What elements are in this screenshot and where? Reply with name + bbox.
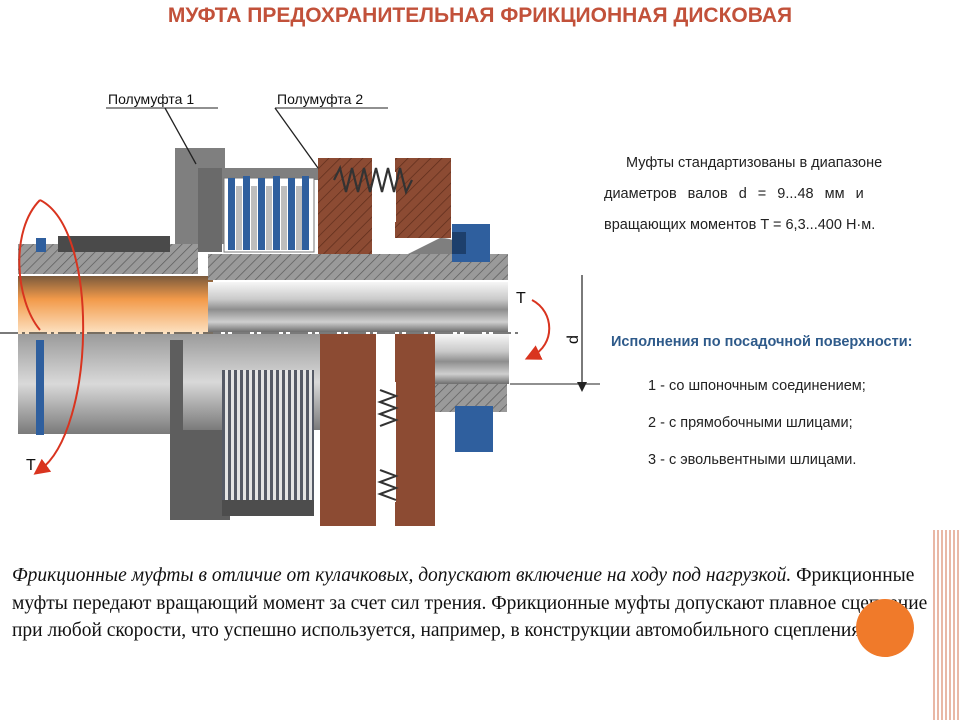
lower-disc-base — [222, 500, 314, 516]
leader-half2 — [274, 107, 319, 169]
variant-item-1: 1 - со шпоночным соединением; — [648, 378, 866, 394]
lock-nut-upper-shade — [452, 232, 466, 254]
main-shaft — [208, 282, 508, 332]
lower-friction-discs — [222, 370, 314, 502]
rotation-arrow-left — [33, 199, 85, 475]
torque-label-top: T — [516, 290, 526, 307]
housing-inner — [198, 168, 222, 252]
variant-item-3: 3 - с эвольвентными шлицами. — [648, 452, 856, 468]
left-shaft-lower — [18, 334, 183, 434]
variant-item-2: 2 - с прямобочными шлицами; — [648, 415, 853, 431]
lock-nut-lower — [455, 406, 493, 452]
spring-lower — [377, 389, 399, 501]
diameter-label: d — [565, 335, 582, 344]
caption: Фрикционные муфты в отличие от кулачковы… — [12, 562, 937, 645]
caption-italic: Фрикционные муфты в отличие от кулачковы… — [12, 565, 792, 586]
label-half2: Полумуфта 2 — [277, 91, 363, 107]
left-key — [58, 236, 170, 252]
left-pin — [36, 340, 44, 435]
orange-circle-decoration — [856, 599, 914, 657]
housing-top — [198, 168, 318, 180]
variants-heading: Исполнения по посадочной поверхности: — [611, 334, 912, 350]
decorative-stripes — [933, 530, 960, 720]
left-key-blue — [36, 238, 46, 252]
standard-line-2: диаметров валов d = 9...48 мм и — [604, 186, 864, 202]
pressure-plate-lower-1 — [320, 334, 376, 526]
rotation-arc-left — [18, 199, 41, 331]
pressure-plate-lower-2 — [395, 334, 435, 526]
pressure-plate-upper-2 — [395, 158, 451, 238]
shaft-end-lower — [435, 334, 509, 384]
spring-gap-lower — [376, 382, 396, 502]
diagram-title: МУФТА ПРЕДОХРАНИТЕЛЬНАЯ ФРИКЦИОННАЯ ДИСК… — [168, 4, 792, 27]
caption-normal: Фрикционные муфты передают вращающий мом… — [12, 565, 928, 641]
standard-line-1: Муфты стандартизованы в диапазоне — [626, 155, 882, 171]
divider — [0, 528, 960, 530]
clutch-diagram: МУФТА ПРЕДОХРАНИТЕЛЬНАЯ ФРИКЦИОННАЯ ДИСК… — [0, 4, 913, 526]
left-shaft-upper — [18, 276, 213, 334]
standard-line-3: вращающих моментов T = 6,3...400 Н·м. — [604, 217, 875, 233]
leader-half1 — [164, 107, 197, 165]
spring-upper — [333, 164, 413, 196]
torque-label-bottom: T — [26, 457, 36, 474]
upper-friction-discs — [223, 176, 315, 253]
label-half1: Полумуфта 1 — [108, 91, 194, 107]
rotation-arrow-right — [524, 299, 551, 360]
clutch-drawing: МУФТА ПРЕДОХРАНИТЕЛЬНАЯ ФРИКЦИОННАЯ ДИСК… — [0, 4, 912, 526]
